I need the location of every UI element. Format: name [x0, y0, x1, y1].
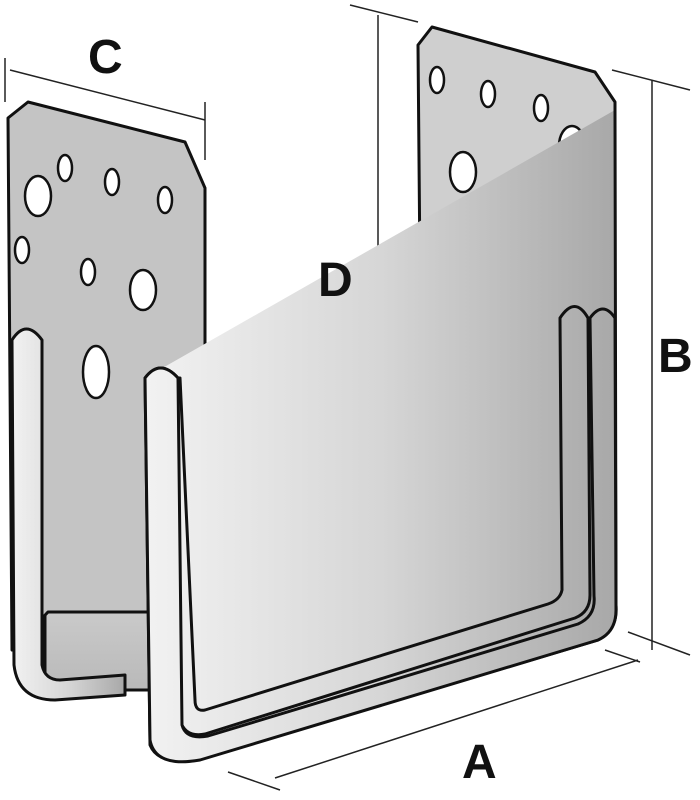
left-back-strip: [10, 327, 127, 702]
front-u-strip-face: [143, 307, 618, 764]
label-a: A: [462, 736, 497, 789]
dimension-a: [227, 649, 641, 791]
label-b: B: [658, 330, 693, 383]
dimension-c: [4, 58, 206, 160]
label-c: C: [88, 31, 123, 84]
dimension-b: [611, 69, 691, 656]
front-u-strip: [143, 109, 618, 763]
label-d: D: [318, 254, 353, 307]
